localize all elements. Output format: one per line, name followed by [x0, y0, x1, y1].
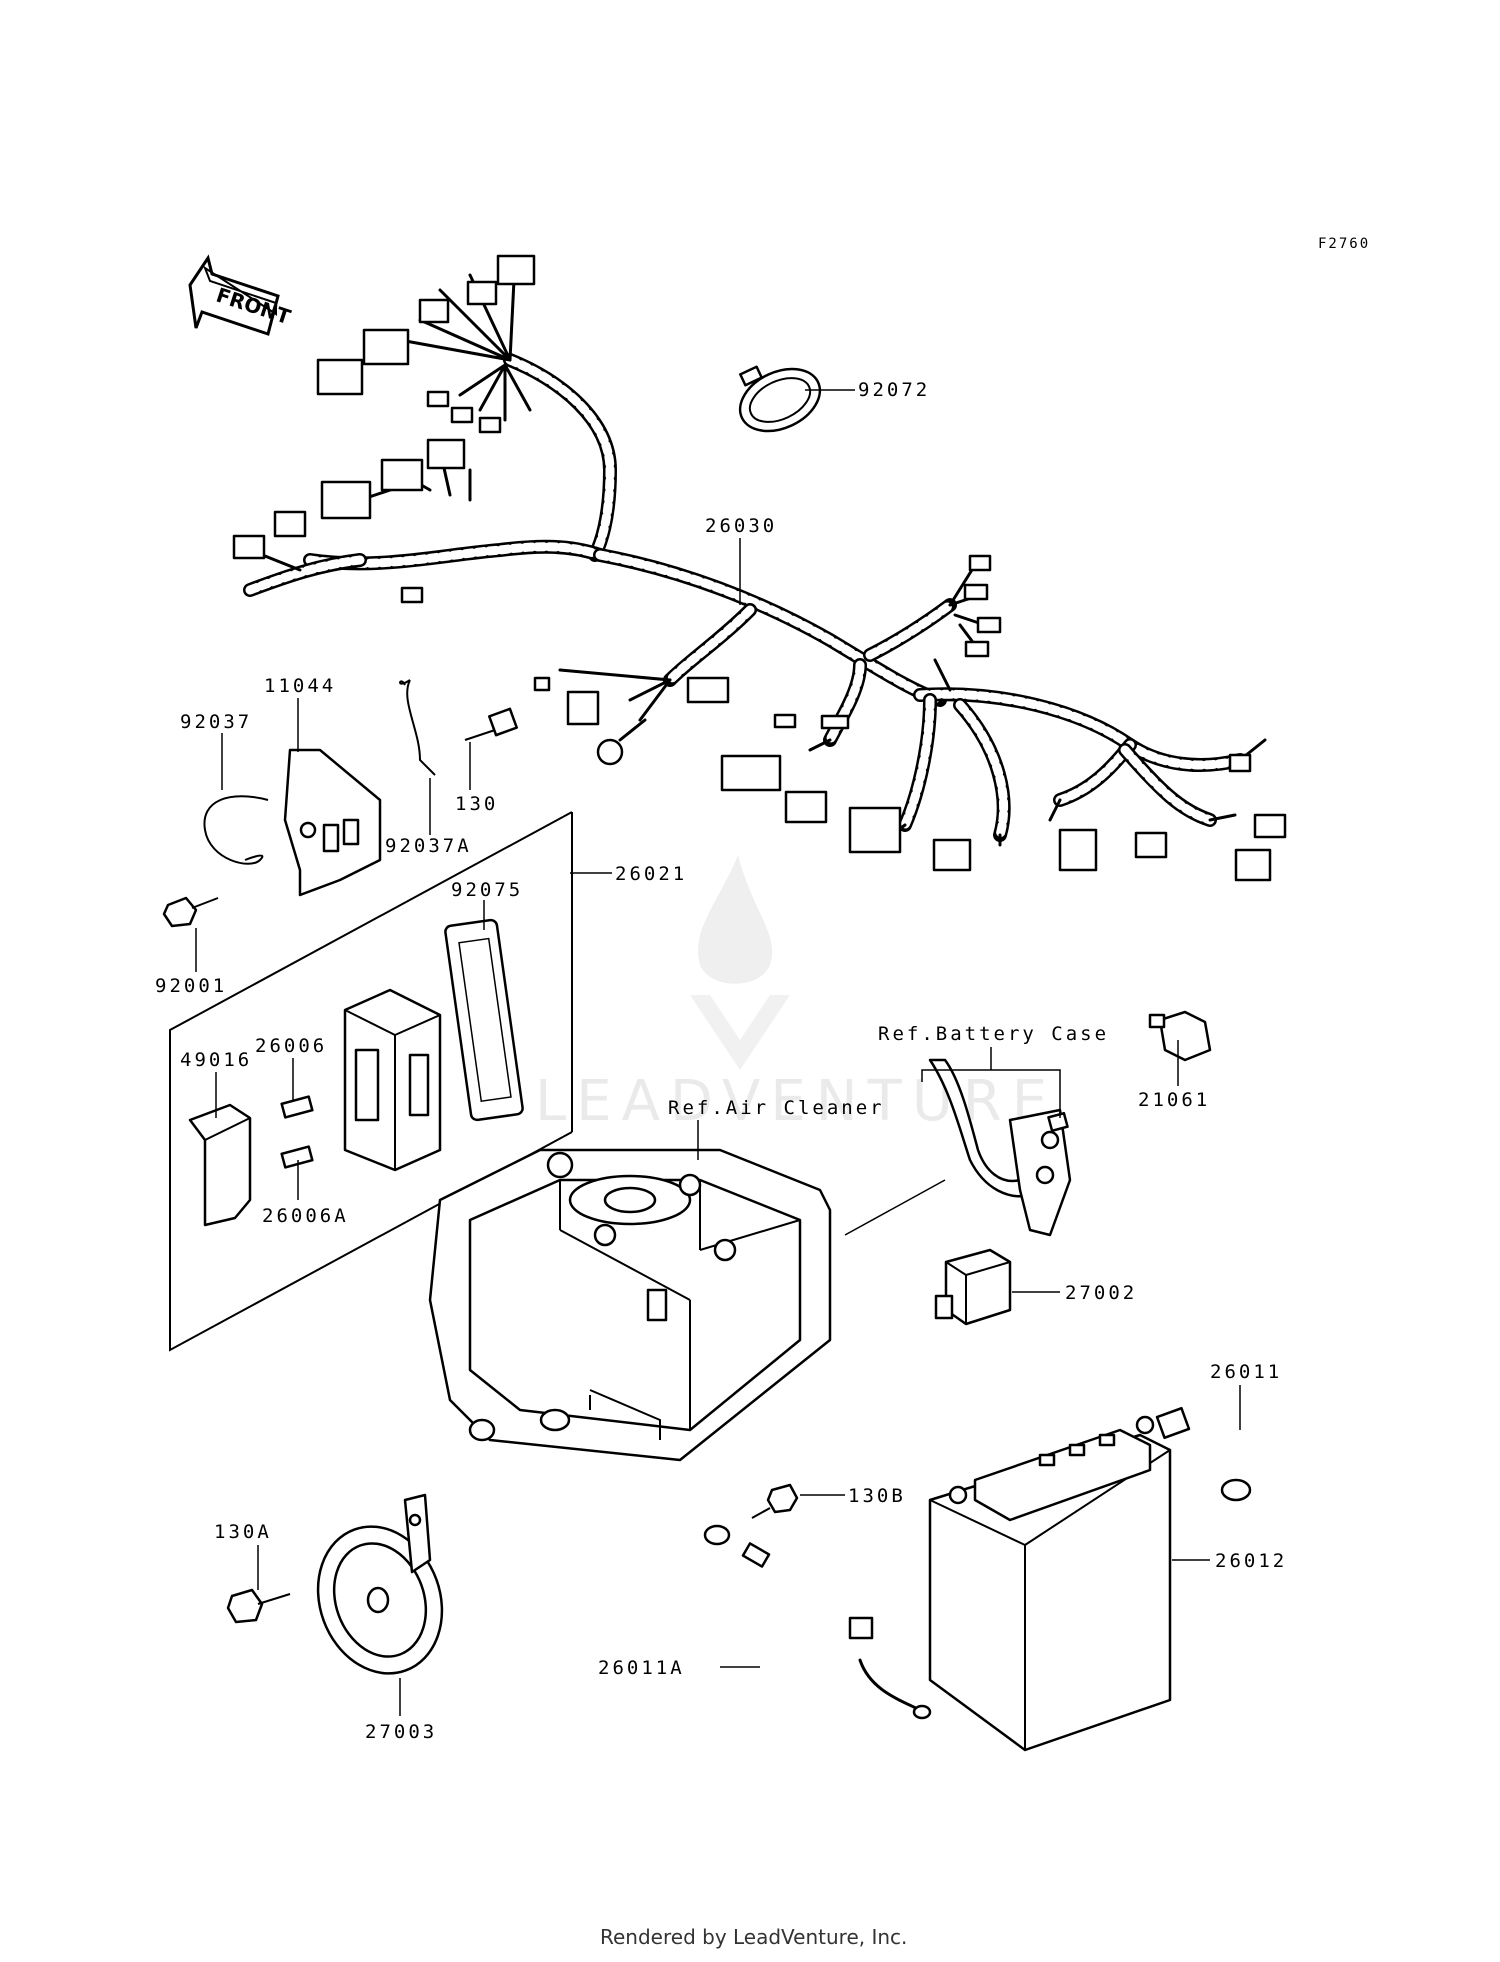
label-11044: 11044: [264, 675, 336, 697]
bolt-130: [464, 707, 519, 741]
clamp-92072: [738, 365, 822, 433]
band-92037: [203, 795, 269, 865]
fuse-26006A: [280, 1145, 314, 1169]
label-26011: 26011: [1210, 1361, 1282, 1383]
ref-battery-case: Ref.Battery Case: [878, 1023, 1109, 1045]
label-26012: 26012: [1215, 1550, 1287, 1572]
battery-case: [428, 1148, 832, 1462]
label-27003: 27003: [365, 1721, 437, 1743]
label-49016: 49016: [180, 1049, 252, 1071]
label-130A: 130A: [214, 1521, 272, 1543]
watermark: LEADVENTURE: [535, 855, 1047, 1134]
battery-26012: [928, 1415, 1172, 1752]
bolt-130A: [226, 1588, 291, 1624]
label-26021: 26021: [615, 863, 687, 885]
fuse-26006: [280, 1095, 314, 1119]
label-27002: 27002: [1065, 1282, 1137, 1304]
label-26006A: 26006A: [262, 1205, 349, 1227]
footer-credit: Rendered by LeadVenture, Inc.: [600, 1925, 907, 1949]
battery-case-bracket: [928, 1058, 1072, 1237]
label-26006: 26006: [255, 1035, 327, 1057]
cover-92075: [444, 918, 524, 1122]
bracket-11044: [283, 748, 382, 897]
bolt-92001: [162, 896, 219, 928]
label-92001: 92001: [155, 975, 227, 997]
relay-27002: [934, 1248, 1012, 1326]
main-wiring-harness: [232, 254, 1287, 882]
ref-air-cleaner: Ref.Air Cleaner: [668, 1097, 885, 1119]
diagram-id: F2760: [1318, 236, 1370, 252]
junction-box: [343, 988, 442, 1172]
cable-26011: [1155, 1406, 1326, 1515]
horn-27003: [316, 1493, 444, 1675]
label-26011A: 26011A: [598, 1657, 685, 1679]
label-26030: 26030: [705, 515, 777, 537]
relay-box-group-outline: [169, 811, 573, 1352]
cover-49016: [188, 1103, 252, 1227]
connector-21061: [1148, 1010, 1212, 1062]
label-130: 130: [455, 793, 498, 815]
label-92075: 92075: [451, 879, 523, 901]
clip-92037A: [399, 679, 436, 776]
label-130B: 130B: [848, 1485, 906, 1507]
bolt-130B: [751, 1483, 799, 1519]
label-92037: 92037: [180, 711, 252, 733]
label-92072: 92072: [858, 379, 930, 401]
label-92037A: 92037A: [385, 835, 472, 857]
cable-26011A: [703, 1524, 932, 1720]
front-arrow-icon: FRONT: [188, 254, 294, 336]
leader-lines: [195, 389, 1241, 1716]
label-21061: 21061: [1138, 1089, 1210, 1111]
